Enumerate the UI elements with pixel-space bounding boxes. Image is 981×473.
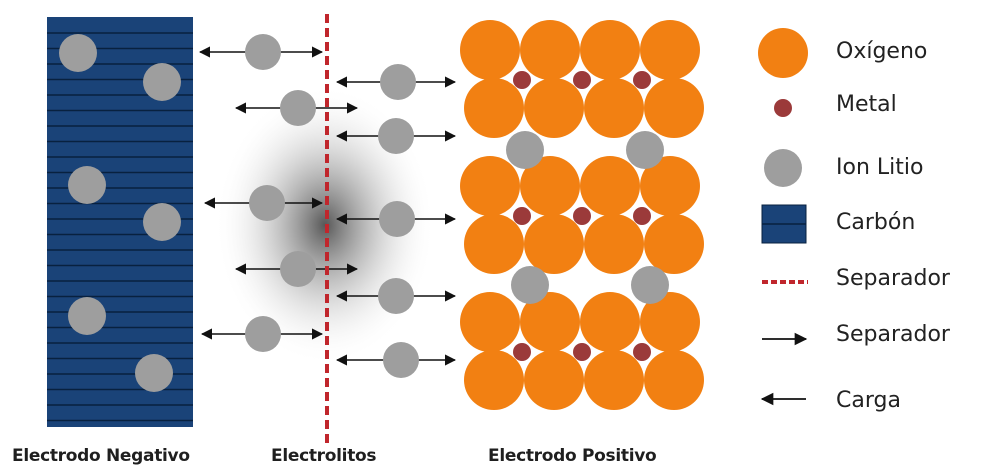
lithium-ion: [280, 251, 316, 287]
lithium-ion: [68, 297, 106, 335]
lithium-ion: [245, 34, 281, 70]
lithium-ion: [380, 64, 416, 100]
legend-metal-swatch: [774, 99, 792, 117]
oxygen-atom: [524, 214, 584, 274]
oxygen-atom: [644, 214, 704, 274]
caption-negative-electrode: Electrodo Negativo: [12, 446, 190, 466]
lithium-ion: [379, 201, 415, 237]
lithium-ion: [383, 342, 419, 378]
oxygen-atom: [580, 20, 640, 80]
legend-oxygen-swatch: [758, 28, 808, 78]
legend-label-separator: Separador: [836, 266, 950, 291]
oxygen-atom: [640, 292, 700, 352]
oxygen-atom: [464, 350, 524, 410]
oxygen-atom: [640, 156, 700, 216]
lithium-ion: [378, 118, 414, 154]
lithium-ion: [249, 185, 285, 221]
oxygen-atom: [524, 78, 584, 138]
oxygen-atom: [464, 78, 524, 138]
lithium-ion: [511, 266, 549, 304]
lithium-ion: [143, 63, 181, 101]
negative-electrode: [47, 17, 193, 427]
lithium-ion: [59, 34, 97, 72]
positive-electrode: [460, 20, 704, 410]
oxygen-atom: [644, 350, 704, 410]
lithium-ion: [631, 266, 669, 304]
oxygen-atom: [584, 214, 644, 274]
electrolyte-region: [198, 34, 457, 378]
oxygen-atom: [640, 20, 700, 80]
metal-atom: [513, 71, 531, 89]
legend-label-arrow-left: Carga: [836, 388, 901, 413]
lithium-ion: [245, 316, 281, 352]
oxygen-atom: [644, 78, 704, 138]
metal-atom: [633, 71, 651, 89]
legend-label-arrow-right: Separador: [836, 322, 950, 347]
oxygen-atom: [580, 156, 640, 216]
caption-positive-electrode: Electrodo Positivo: [488, 446, 657, 466]
oxygen-atom: [584, 78, 644, 138]
legend-label-carbon: Carbón: [836, 210, 916, 235]
metal-atom: [633, 207, 651, 225]
oxygen-atom: [520, 20, 580, 80]
lithium-ion: [506, 131, 544, 169]
caption-electrolytes: Electrolitos: [271, 446, 377, 466]
legend-symbols: [758, 28, 808, 406]
oxygen-atom: [520, 156, 580, 216]
oxygen-atom: [524, 350, 584, 410]
lithium-ion: [143, 203, 181, 241]
metal-atom: [513, 343, 531, 361]
metal-atom: [513, 207, 531, 225]
lithium-ion: [135, 354, 173, 392]
oxygen-atom: [464, 214, 524, 274]
metal-atom: [573, 207, 591, 225]
oxygen-atom: [460, 292, 520, 352]
oxygen-atom: [460, 20, 520, 80]
legend-ion-swatch: [764, 149, 802, 187]
lithium-ion: [626, 131, 664, 169]
oxygen-atom: [584, 350, 644, 410]
metal-atom: [633, 343, 651, 361]
lithium-ion: [378, 278, 414, 314]
negative-electrode-ions: [59, 34, 181, 392]
metal-atom: [573, 71, 591, 89]
legend-label-oxygen: Oxígeno: [836, 39, 928, 64]
oxygen-atom: [580, 292, 640, 352]
lithium-ion: [280, 90, 316, 126]
legend-label-ion: Ion Litio: [836, 155, 924, 180]
metal-atom: [573, 343, 591, 361]
oxygen-atom: [460, 156, 520, 216]
oxygen-atom: [520, 292, 580, 352]
lithium-ion: [68, 166, 106, 204]
legend-label-metal: Metal: [836, 92, 897, 117]
